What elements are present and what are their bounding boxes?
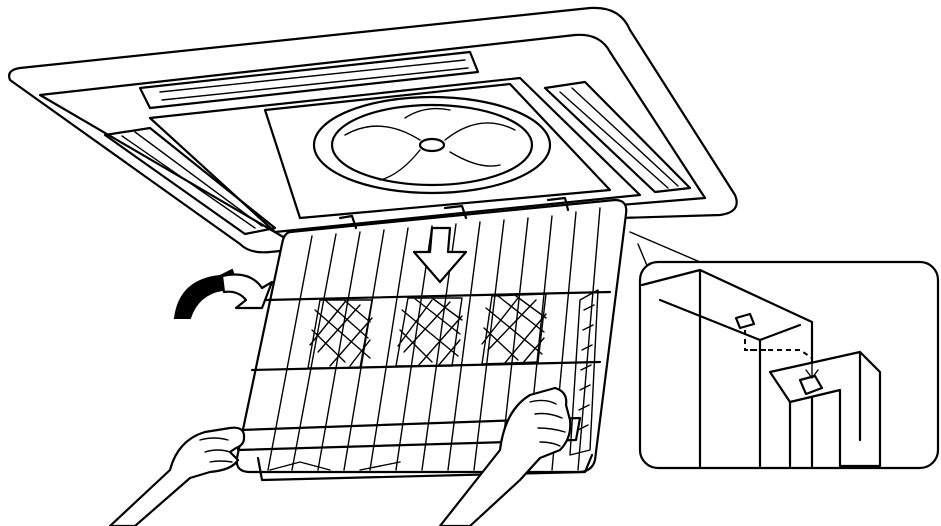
fan-shroud — [263, 82, 612, 220]
hinge-catch — [734, 312, 756, 330]
left-hand — [108, 426, 246, 526]
hook-peg — [798, 374, 824, 396]
curved-rotate-arrow-icon — [173, 268, 274, 319]
hook-path — [744, 330, 813, 359]
outer-panel-frame — [8, 6, 738, 254]
detail-inset — [629, 231, 940, 470]
right-louver — [543, 80, 692, 194]
left-louver — [103, 126, 277, 236]
inner-panel-edge — [38, 33, 707, 240]
intake-opening — [148, 76, 642, 234]
fan-hub — [418, 137, 446, 153]
top-louver — [138, 50, 480, 110]
hinge-block — [768, 350, 882, 468]
right-hand — [438, 386, 572, 526]
grille-clips — [338, 196, 570, 230]
cassette-unit — [8, 6, 738, 254]
filter-mesh — [307, 293, 547, 369]
callout-lines — [629, 231, 701, 269]
down-arrow-icon — [412, 226, 468, 284]
filter-edge — [569, 289, 599, 456]
fan — [312, 95, 552, 195]
